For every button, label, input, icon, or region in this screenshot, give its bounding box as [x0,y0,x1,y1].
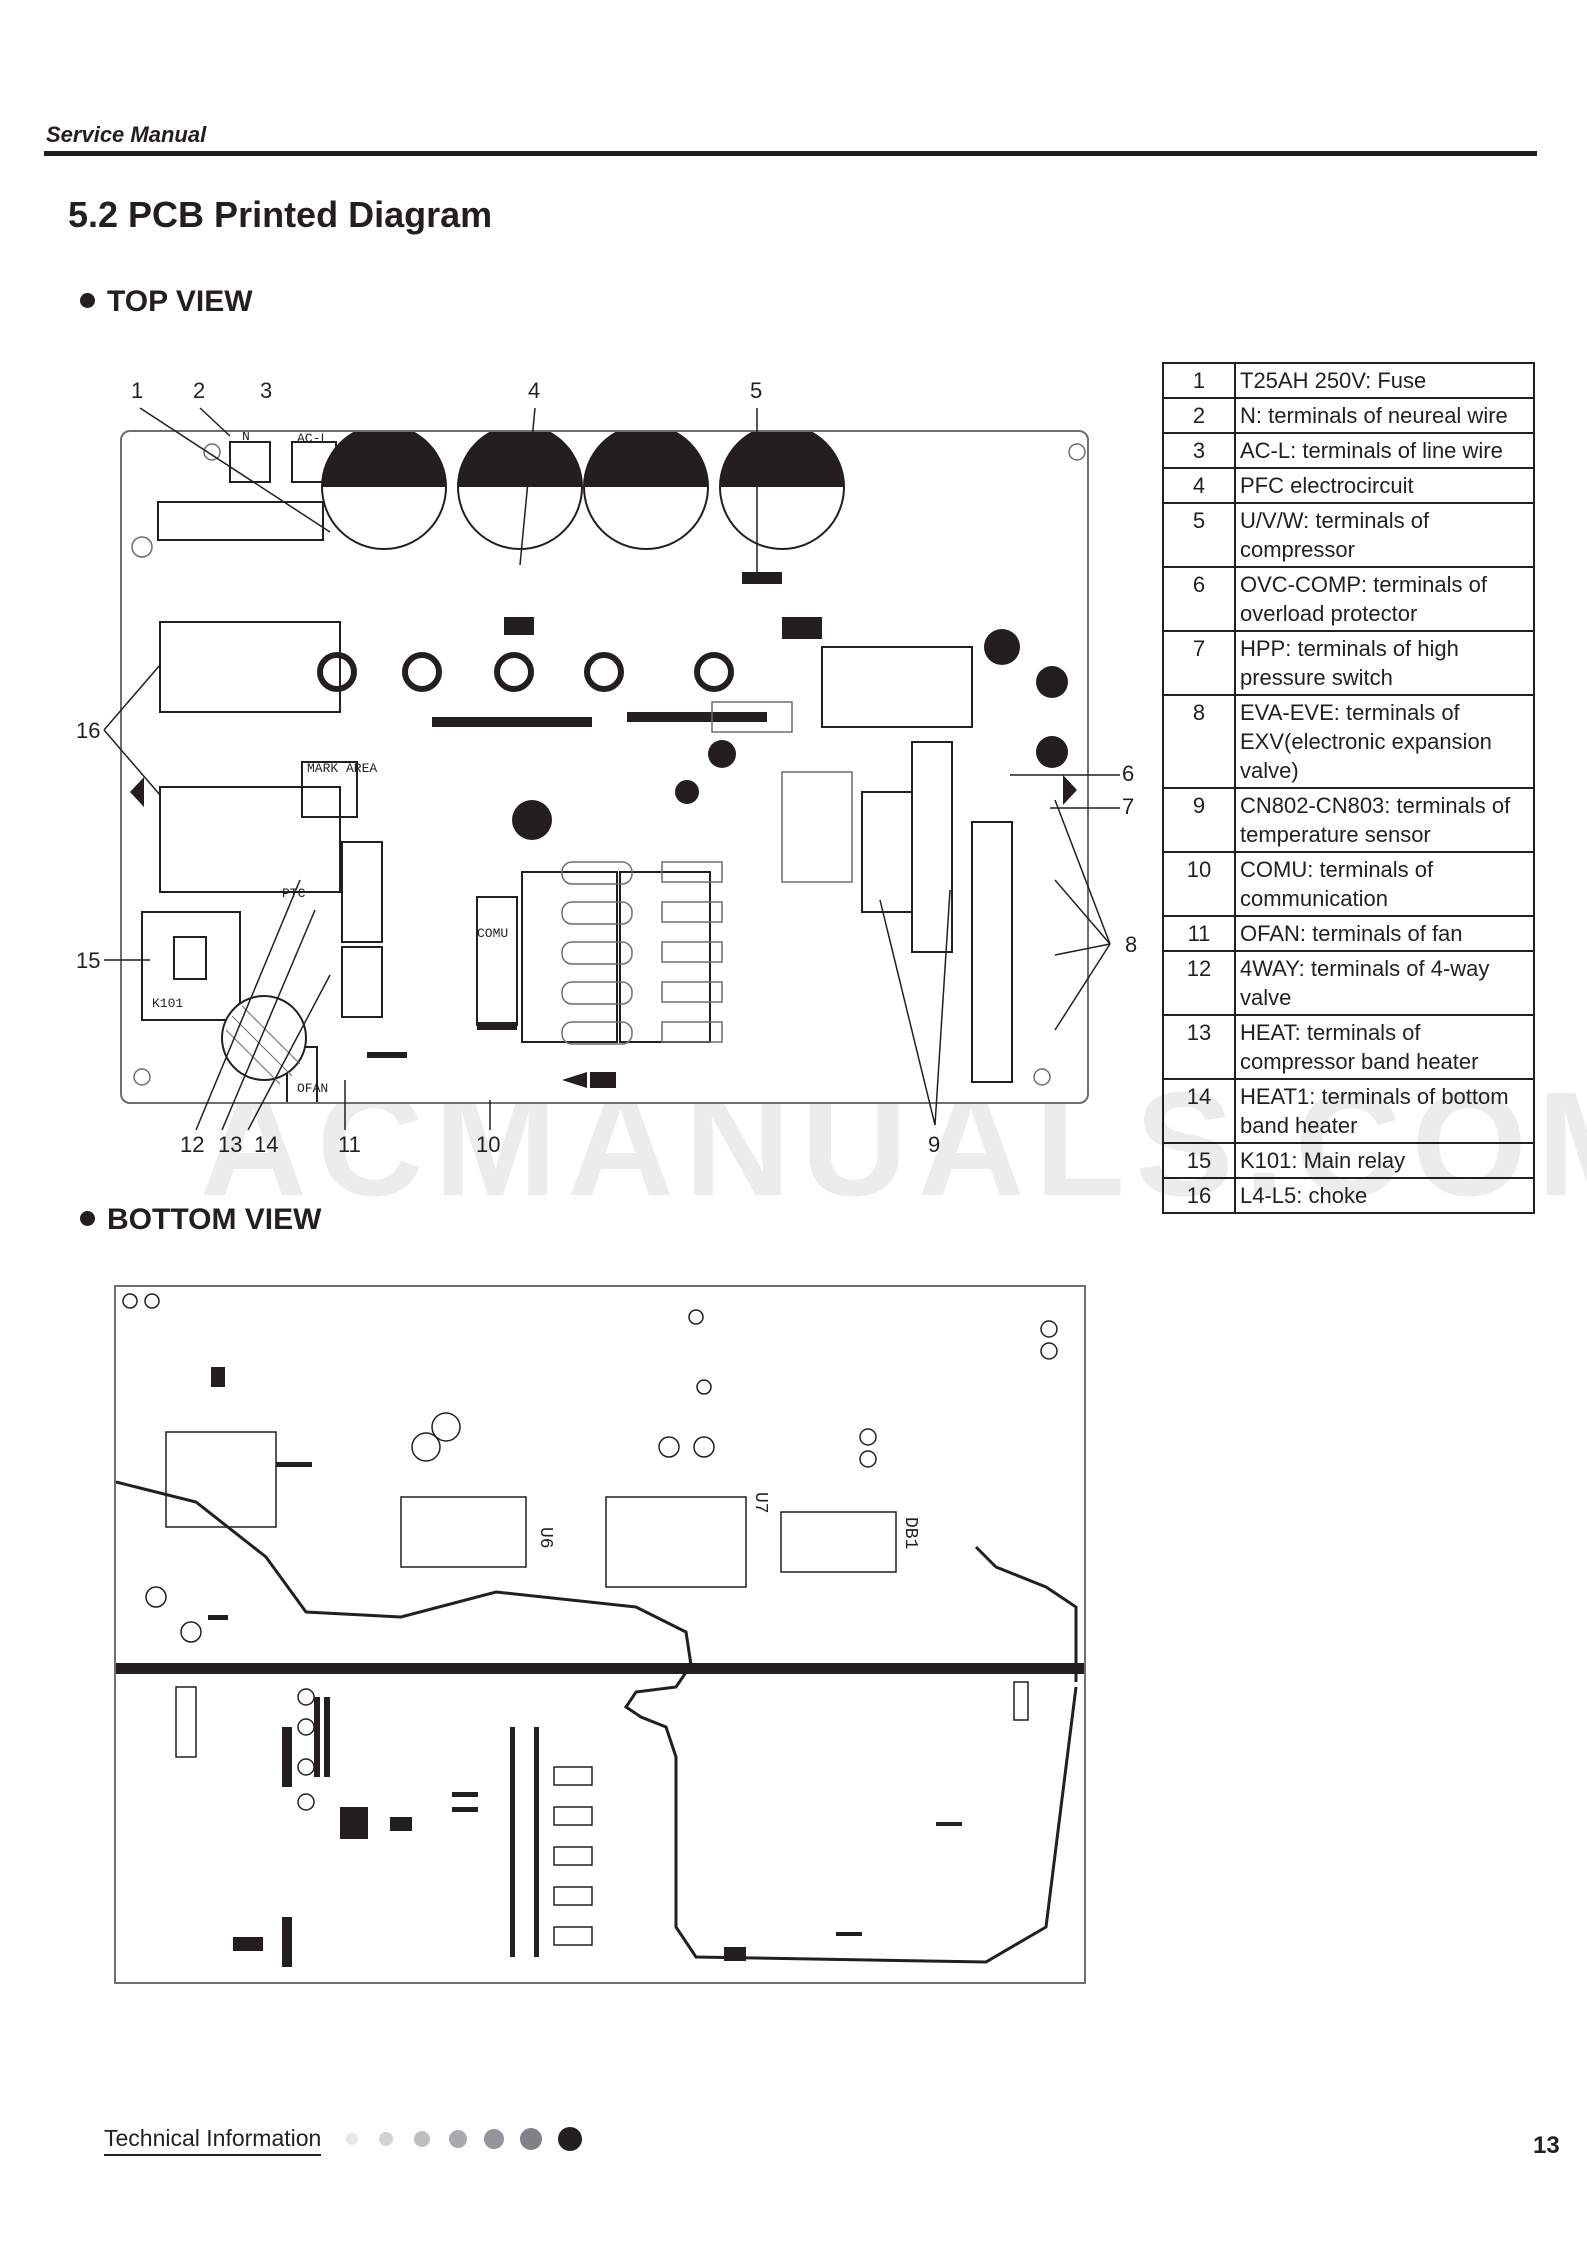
callout-16: 16 [76,718,101,743]
callout-5: 5 [750,378,763,403]
callout-11: 11 [338,1132,361,1157]
callout-1: 1 [131,378,144,403]
header-rule [44,151,1537,156]
pcb-bottom-view-diagram: U6 U7 DB1 [114,1285,1086,1984]
bullet-icon [80,1210,95,1226]
pcb-label-mark-area: MARK AREA [307,761,377,776]
pcb-label-db1: DB1 [900,1517,920,1549]
callout-6: 6 [1122,761,1135,786]
pcb-label-ac-l: AC-L [297,432,328,446]
callout-14: 14 [254,1132,279,1157]
callout-8: 8 [1125,932,1138,957]
pcb-label-k101: K101 [152,996,183,1011]
callout-13: 13 [218,1132,243,1157]
callout-15: 15 [76,948,101,973]
pcb-bottom-drawing: U6 U7 DB1 [115,1293,1084,1967]
header-title: Service Manual [46,122,207,147]
progress-dot-icon [414,2131,430,2147]
progress-dot-icon [379,2132,393,2146]
callout-9: 9 [928,1132,941,1157]
callout-2: 2 [193,378,206,403]
pcb-label-ofan: OFAN [297,1081,328,1096]
progress-dot-icon [558,2127,582,2151]
pcb-label-u6: U6 [535,1527,555,1549]
pcb-label-n: N [242,432,250,444]
pcb-label-ptc: PTC [282,886,306,901]
pcb-label-u7: U7 [750,1492,770,1514]
progress-dot-icon [346,2133,358,2145]
pcb-top-drawing: AC-L N COMU PTC K101 OFAN MARK AREA [130,424,1086,1108]
bullet-icon [80,292,95,308]
callout-12: 12 [180,1132,205,1157]
callout-4: 4 [528,378,541,403]
section-title: 5.2 PCB Printed Diagram [68,194,493,235]
footer-label: Technical Information [104,2125,322,2156]
progress-dot-icon [484,2129,504,2149]
progress-dot-icon [449,2130,467,2148]
callout-10: 10 [476,1132,501,1157]
page-number: 13 [1533,2132,1560,2159]
progress-dot-icon [520,2128,542,2150]
pcb-top-view-diagram: AC-L N COMU PTC K101 OFAN MARK AREA [120,424,1089,1108]
bottom-view-title: BOTTOM VIEW [80,1203,321,1237]
pcb-label-comu: COMU [477,926,508,941]
callout-7: 7 [1122,794,1135,819]
top-view-title: TOP VIEW [80,285,253,319]
callout-3: 3 [260,378,273,403]
